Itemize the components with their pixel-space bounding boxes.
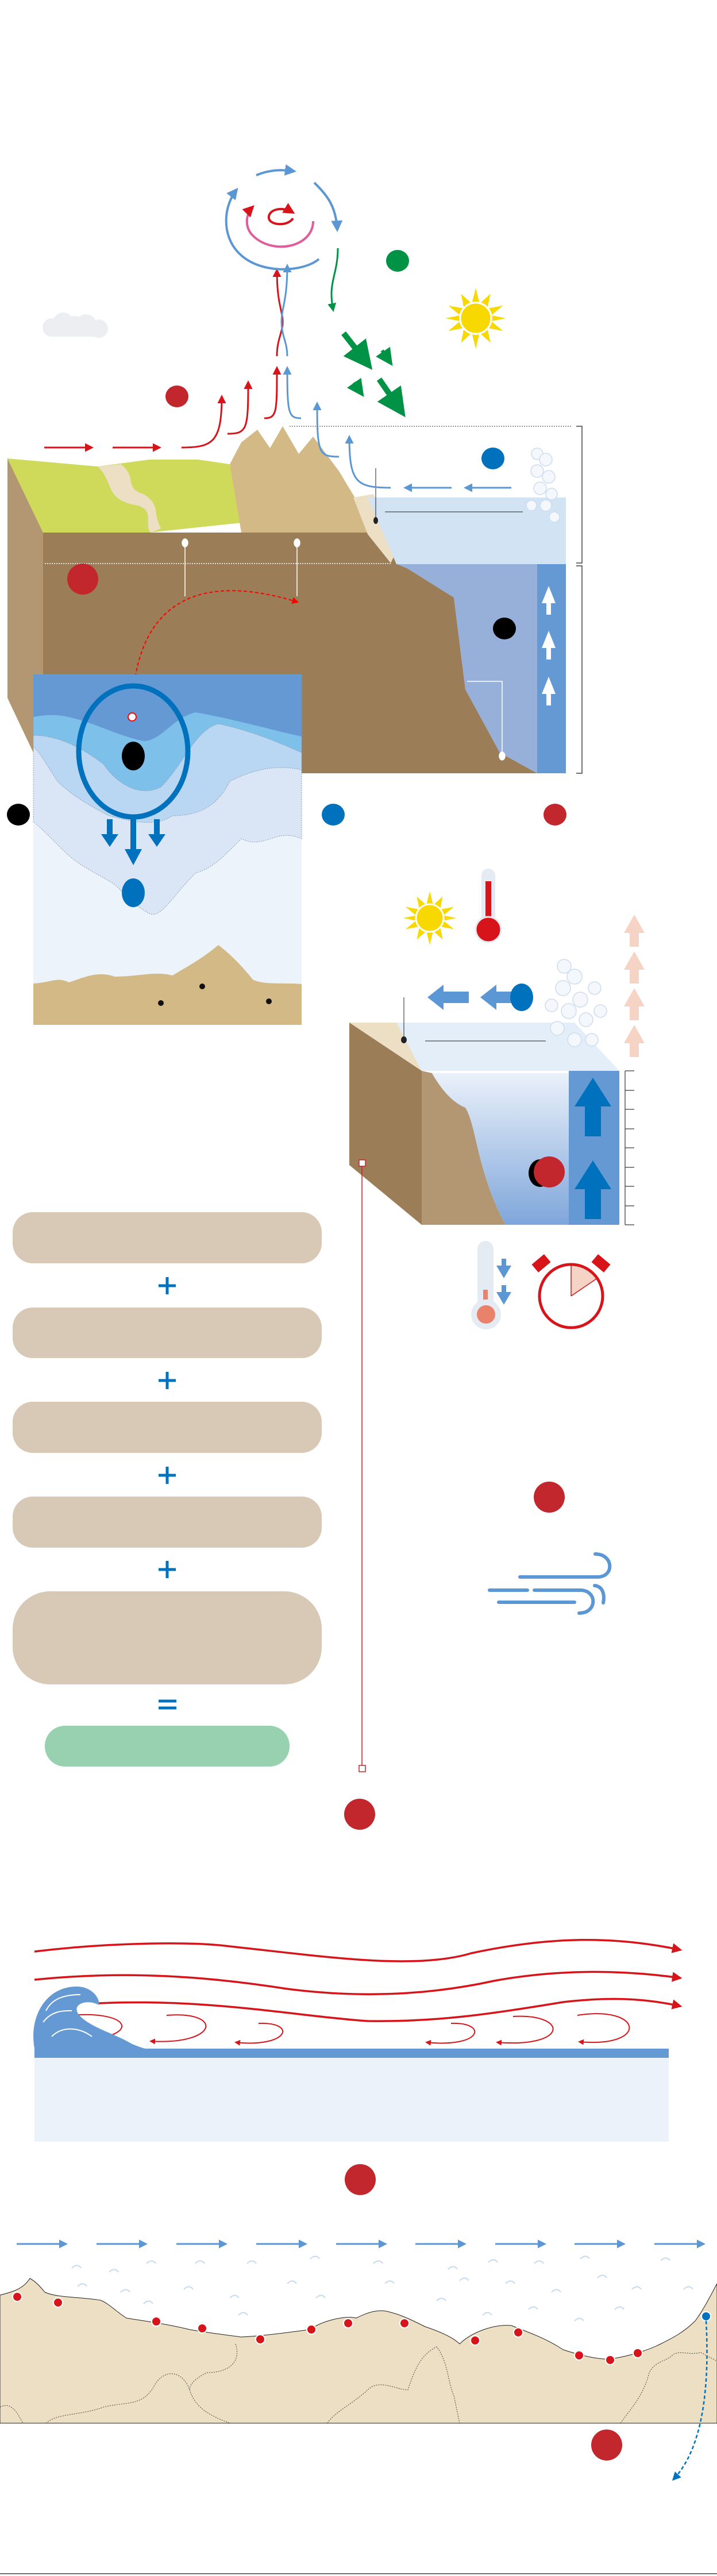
warm-wind-arrows — [44, 268, 284, 452]
sinking-arrows — [101, 819, 165, 865]
block-top-land — [349, 1023, 437, 1071]
fog-bank — [526, 448, 560, 523]
depth-scale — [625, 1070, 634, 1225]
condition-box-3 — [13, 1402, 322, 1453]
callout-dot — [401, 1036, 407, 1043]
sea-surface-strip — [34, 2049, 669, 2058]
warming-arrows — [624, 915, 645, 1057]
legend-badge-black — [7, 804, 30, 826]
badge-blue — [122, 878, 145, 907]
condition-box-4 — [13, 1497, 322, 1548]
cooling-thermometer-icon — [471, 1241, 511, 1329]
condition-box-1 — [13, 1212, 322, 1263]
upwelling-arrows — [575, 1078, 611, 1219]
land-area — [0, 2278, 717, 2424]
condition-box-5 — [13, 1591, 322, 1684]
sun-icon — [444, 287, 507, 350]
badge-blue — [481, 448, 504, 469]
upwelling-arrows — [542, 586, 556, 705]
badge-red — [344, 1799, 375, 1830]
river — [98, 464, 161, 533]
legend-badge-red — [543, 804, 566, 826]
badge-black — [122, 742, 145, 770]
sea-body — [34, 2058, 669, 2142]
city-dots — [158, 984, 272, 1006]
block-top-water — [396, 1023, 619, 1071]
block-side-face — [349, 1023, 422, 1225]
origin-marker — [128, 712, 137, 722]
wind-icon — [488, 1552, 612, 1615]
badge-red — [67, 564, 98, 595]
condition-box-2 — [13, 1308, 322, 1358]
turbulence-diagram — [33, 1938, 683, 2195]
sun-icon — [402, 890, 457, 946]
badge-red — [165, 385, 188, 407]
sea-wave-marks — [71, 2255, 693, 2322]
badge-black — [493, 618, 516, 639]
badge-red — [591, 2430, 622, 2461]
region-borders — [0, 2343, 717, 2424]
stopwatch-icon — [531, 1254, 611, 1329]
equals-sign — [159, 1699, 176, 1710]
badge-green — [386, 250, 409, 272]
block-front-water — [432, 1073, 569, 1225]
fog-contour-core — [33, 674, 302, 741]
badge-red — [534, 1482, 565, 1513]
badge-red — [534, 1156, 565, 1187]
station-dot-blue — [701, 2311, 711, 2322]
cool-wind-arrows — [280, 264, 511, 492]
breaking-wave-icon — [33, 1986, 147, 2049]
airflow-streamlines — [34, 1938, 683, 2022]
sea-surface-layer — [368, 498, 566, 564]
fog-bank — [545, 959, 607, 1047]
callout-dot — [373, 517, 378, 524]
block-front-land — [422, 1071, 506, 1225]
timeline-line — [358, 1159, 366, 1772]
mountains — [230, 426, 391, 533]
coast-map — [0, 2239, 717, 2481]
eddy-arrows — [72, 2013, 630, 2046]
thermometer-icon — [475, 869, 502, 943]
badge-red — [345, 2164, 376, 2195]
cloud-icon — [43, 313, 108, 338]
dashed-trajectory-arrow — [672, 2320, 708, 2481]
upwelling-block-diagram — [349, 869, 645, 1225]
plus-signs — [159, 1277, 176, 1578]
lower-bracket — [576, 565, 583, 774]
legend-badge-blue — [322, 804, 345, 826]
beach — [353, 494, 396, 563]
radiation-arrows — [327, 248, 406, 418]
coastline-mountains — [33, 945, 302, 1025]
circulation-vortex — [225, 164, 343, 271]
fog-circle-outline — [76, 683, 191, 820]
badge-blue — [510, 984, 533, 1011]
conditions-formula — [13, 1212, 322, 1767]
sea-deep-layer — [396, 564, 566, 773]
upper-bracket — [576, 426, 583, 564]
result-pill — [45, 1726, 290, 1767]
fog-map-panel — [33, 564, 302, 1025]
station-dots — [12, 2292, 643, 2365]
wind-arrows — [427, 985, 517, 1010]
callout-pins — [182, 538, 506, 761]
